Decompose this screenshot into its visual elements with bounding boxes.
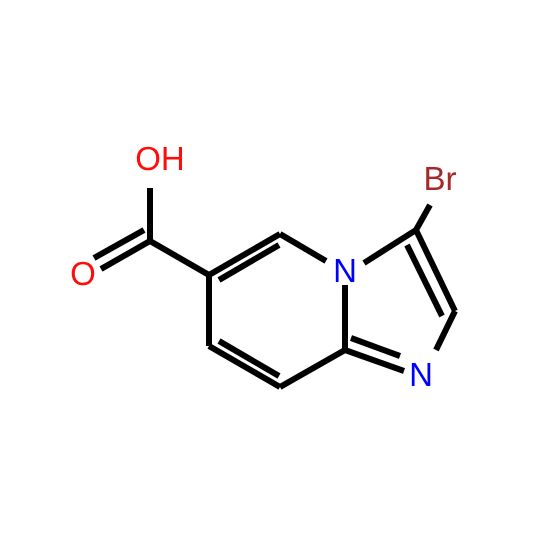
- bond-n4-c3: [362, 227, 418, 266]
- bond-c5-n4: [278, 231, 328, 264]
- bond-c-o-double-a: [99, 238, 152, 272]
- bond-c6-cooh: [148, 238, 211, 278]
- bond-c3-c2: [413, 228, 458, 313]
- bond-c3-br: [413, 203, 433, 232]
- bond-c-o-double-b: [92, 227, 146, 261]
- carbonyl-oxygen-label: O: [70, 255, 96, 292]
- bridgehead-nitrogen-label: N: [333, 252, 357, 289]
- imidazole-nitrogen-label: N: [409, 356, 433, 393]
- bond-c3-c2-inner: [404, 243, 445, 318]
- bond-c2-n1: [433, 309, 458, 352]
- hydroxyl-label: OH: [135, 140, 185, 177]
- atom-label-layer: OH O N N Br: [70, 140, 456, 393]
- bond-c8a-c8: [278, 347, 347, 390]
- bond-layer: [92, 188, 458, 390]
- bromine-label: Br: [424, 160, 457, 197]
- bond-c8-c7: [207, 343, 282, 390]
- bond-c5-c5-inner: [217, 242, 281, 283]
- bond-n1-c8a-inner: [349, 335, 402, 359]
- bond-c6-c5: [207, 231, 282, 278]
- bond-c8-c7-inner: [217, 338, 281, 379]
- bond-n1-c8a: [343, 347, 406, 374]
